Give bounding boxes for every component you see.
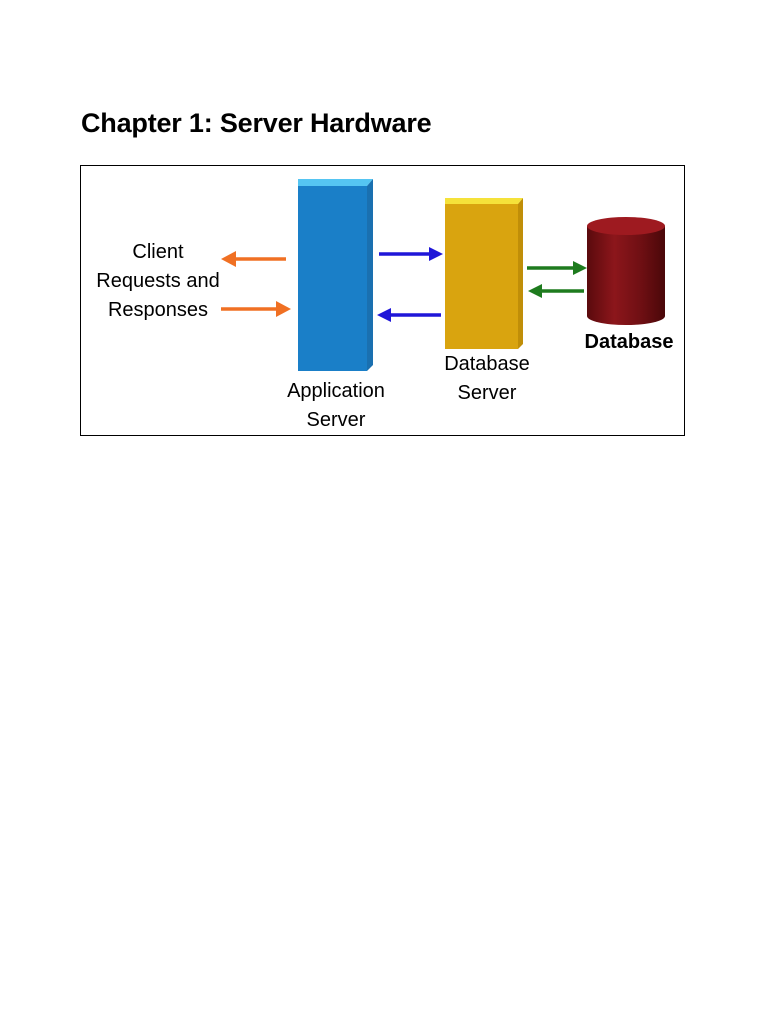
client-label-line-2: Requests and [96,270,220,292]
application-server-label-line-1: Application [287,380,385,402]
client-label-line-3: Responses [107,299,209,321]
app-to-db-arrow [379,247,443,261]
dbserver-to-database-arrow [527,261,587,275]
application-server-label-line-2: Server [306,409,366,431]
database-server-label-line-2: Server [457,382,517,404]
database-label-line-1: Database [584,331,674,353]
client-request-arrow [221,301,291,317]
client-label-line-1: Client [132,241,184,263]
database-server-label-line-1: Database [444,353,530,375]
page-title: Chapter 1: Server Hardware [81,108,432,138]
client-response-arrow [221,251,286,267]
application-server-label: Application Server [266,377,406,435]
client-label: Client Requests and Responses [83,238,233,325]
application-server-box [298,179,373,371]
architecture-diagram: Client Requests and Responses Applicatio… [80,165,685,436]
db-to-app-arrow [377,308,441,322]
database-server-box [445,198,523,349]
database-cylinder [587,217,665,325]
database-server-label: Database Server [417,350,557,408]
database-to-dbserver-arrow [528,284,584,298]
database-label: Database [571,328,687,357]
